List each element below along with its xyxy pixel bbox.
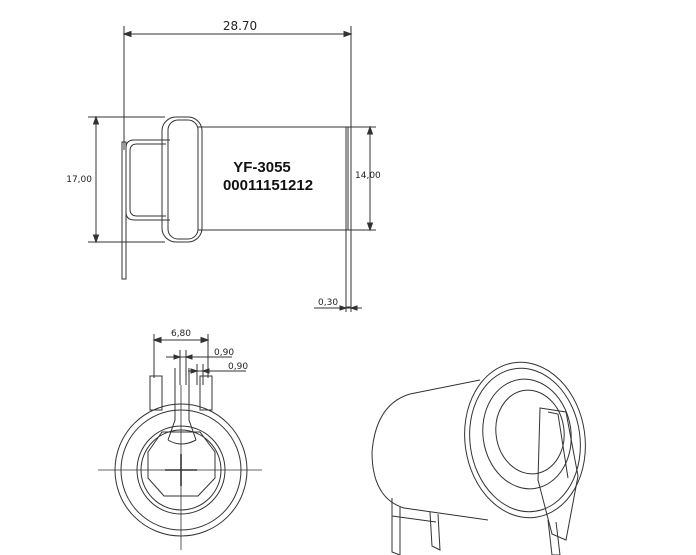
tab-thickness-dimension: 0,30 (314, 298, 362, 312)
cap-height-label: 17,00 (66, 175, 92, 185)
length-dimension: 28.70 (122, 19, 353, 150)
tab-thickness-label: 0,30 (318, 298, 338, 308)
isometric-view (371, 361, 586, 555)
cap (161, 116, 203, 243)
dome-contact (125, 139, 170, 221)
centerlines (98, 385, 262, 550)
tab-spacing-label: 6,80 (171, 329, 191, 339)
length-label: 28.70 (223, 19, 257, 33)
body-height-dimension: 14,00 (348, 125, 381, 232)
tab-spacing-dimension: 6,80 (152, 329, 210, 378)
tab-width-a-dimension: 0,90 (166, 348, 234, 385)
inner-contact (147, 431, 216, 497)
cap-height-dimension: 17,00 (66, 115, 165, 244)
right-tab (345, 126, 352, 308)
cylinder-body (198, 126, 349, 231)
tab-width-a-label: 0,90 (214, 348, 234, 358)
iso-end-ring (464, 361, 586, 519)
left-tab (121, 141, 127, 280)
tab-width-b-dimension: 0,90 (188, 362, 248, 385)
serial-label: 00011151212 (223, 177, 313, 194)
iso-body (371, 393, 489, 521)
iso-pins (391, 498, 561, 555)
side-view: 28.70 17,00 14,00 (66, 19, 381, 312)
front-tabs (149, 375, 213, 411)
tab-width-b-label: 0,90 (228, 362, 248, 372)
iso-contact-tab (537, 407, 579, 541)
body-height-label: 14,00 (355, 171, 381, 181)
model-label: YF-3055 (233, 159, 291, 176)
front-view: 6,80 0,90 0,90 (98, 329, 262, 550)
